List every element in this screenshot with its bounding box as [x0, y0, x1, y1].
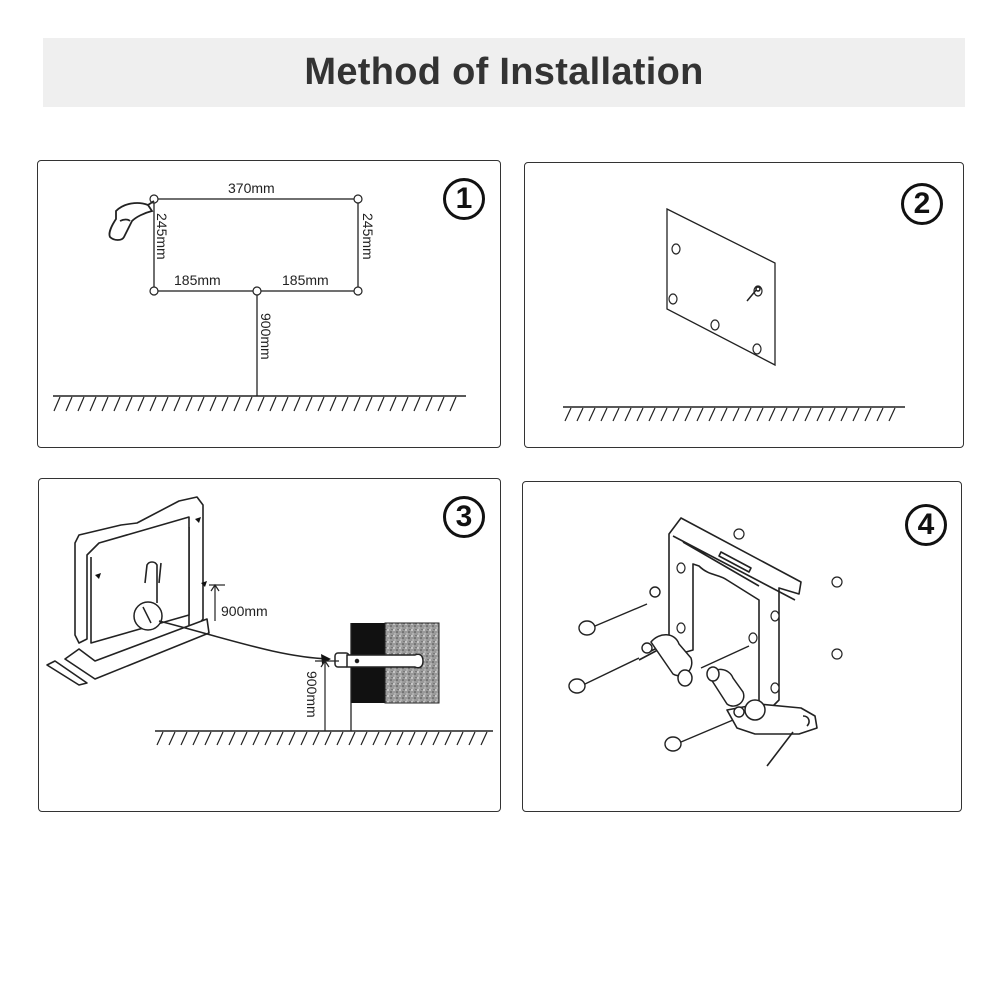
drill-points: [149, 194, 363, 296]
dim-left-height: 245mm: [154, 213, 170, 260]
mounting-screws: [568, 586, 750, 752]
wall-section: [350, 622, 440, 731]
detail-screw: [142, 606, 152, 624]
dim-lower-height: 900mm: [304, 671, 320, 718]
upper-height-marker: [209, 583, 225, 621]
lower-height-marker: [315, 659, 339, 731]
frame-holes: [676, 562, 780, 694]
step-3-diagram: 900mm 900mm: [46, 496, 493, 746]
wall-bracket: [46, 496, 210, 686]
dim-bottom-left: 185mm: [174, 272, 221, 288]
bracket-markers: [95, 517, 207, 587]
floor-line: [563, 406, 905, 422]
dim-floor-height: 900mm: [258, 313, 274, 360]
step-2-panel: 2: [524, 162, 964, 448]
wall-holes: [733, 528, 843, 660]
page-title: Method of Installation: [304, 51, 704, 93]
step-1-badge: 1: [443, 178, 485, 220]
step-1-diagram: 370mm 245mm 245mm 185mm 185mm 900mm: [53, 180, 466, 412]
dim-bottom-right: 185mm: [282, 272, 329, 288]
step-4-panel: 4: [522, 481, 962, 812]
dim-right-height: 245mm: [360, 213, 376, 260]
mounting-template: [153, 198, 359, 396]
floor-line: [155, 730, 493, 746]
step-4-badge: 4: [905, 504, 947, 546]
drill-icon: [108, 200, 155, 241]
title-bar: Method of Installation: [43, 38, 965, 107]
floor-line: [53, 395, 466, 412]
detail-arrow: [158, 620, 330, 660]
wall-plate: [666, 207, 776, 367]
anchor-screw: [334, 652, 424, 669]
step-4-diagram: [568, 517, 843, 767]
screw-icon: [746, 286, 761, 302]
dim-top-width: 370mm: [228, 180, 275, 196]
dim-upper-height: 900mm: [221, 603, 268, 619]
step-2-badge: 2: [901, 183, 943, 225]
step-2-diagram: [563, 207, 905, 422]
step-3-badge: 3: [443, 496, 485, 538]
bracket-rollers: [650, 634, 766, 721]
step-1-panel: 370mm 245mm 245mm 185mm 185mm 900mm 1: [37, 160, 501, 448]
step-3-panel: 900mm 900mm: [38, 478, 501, 812]
